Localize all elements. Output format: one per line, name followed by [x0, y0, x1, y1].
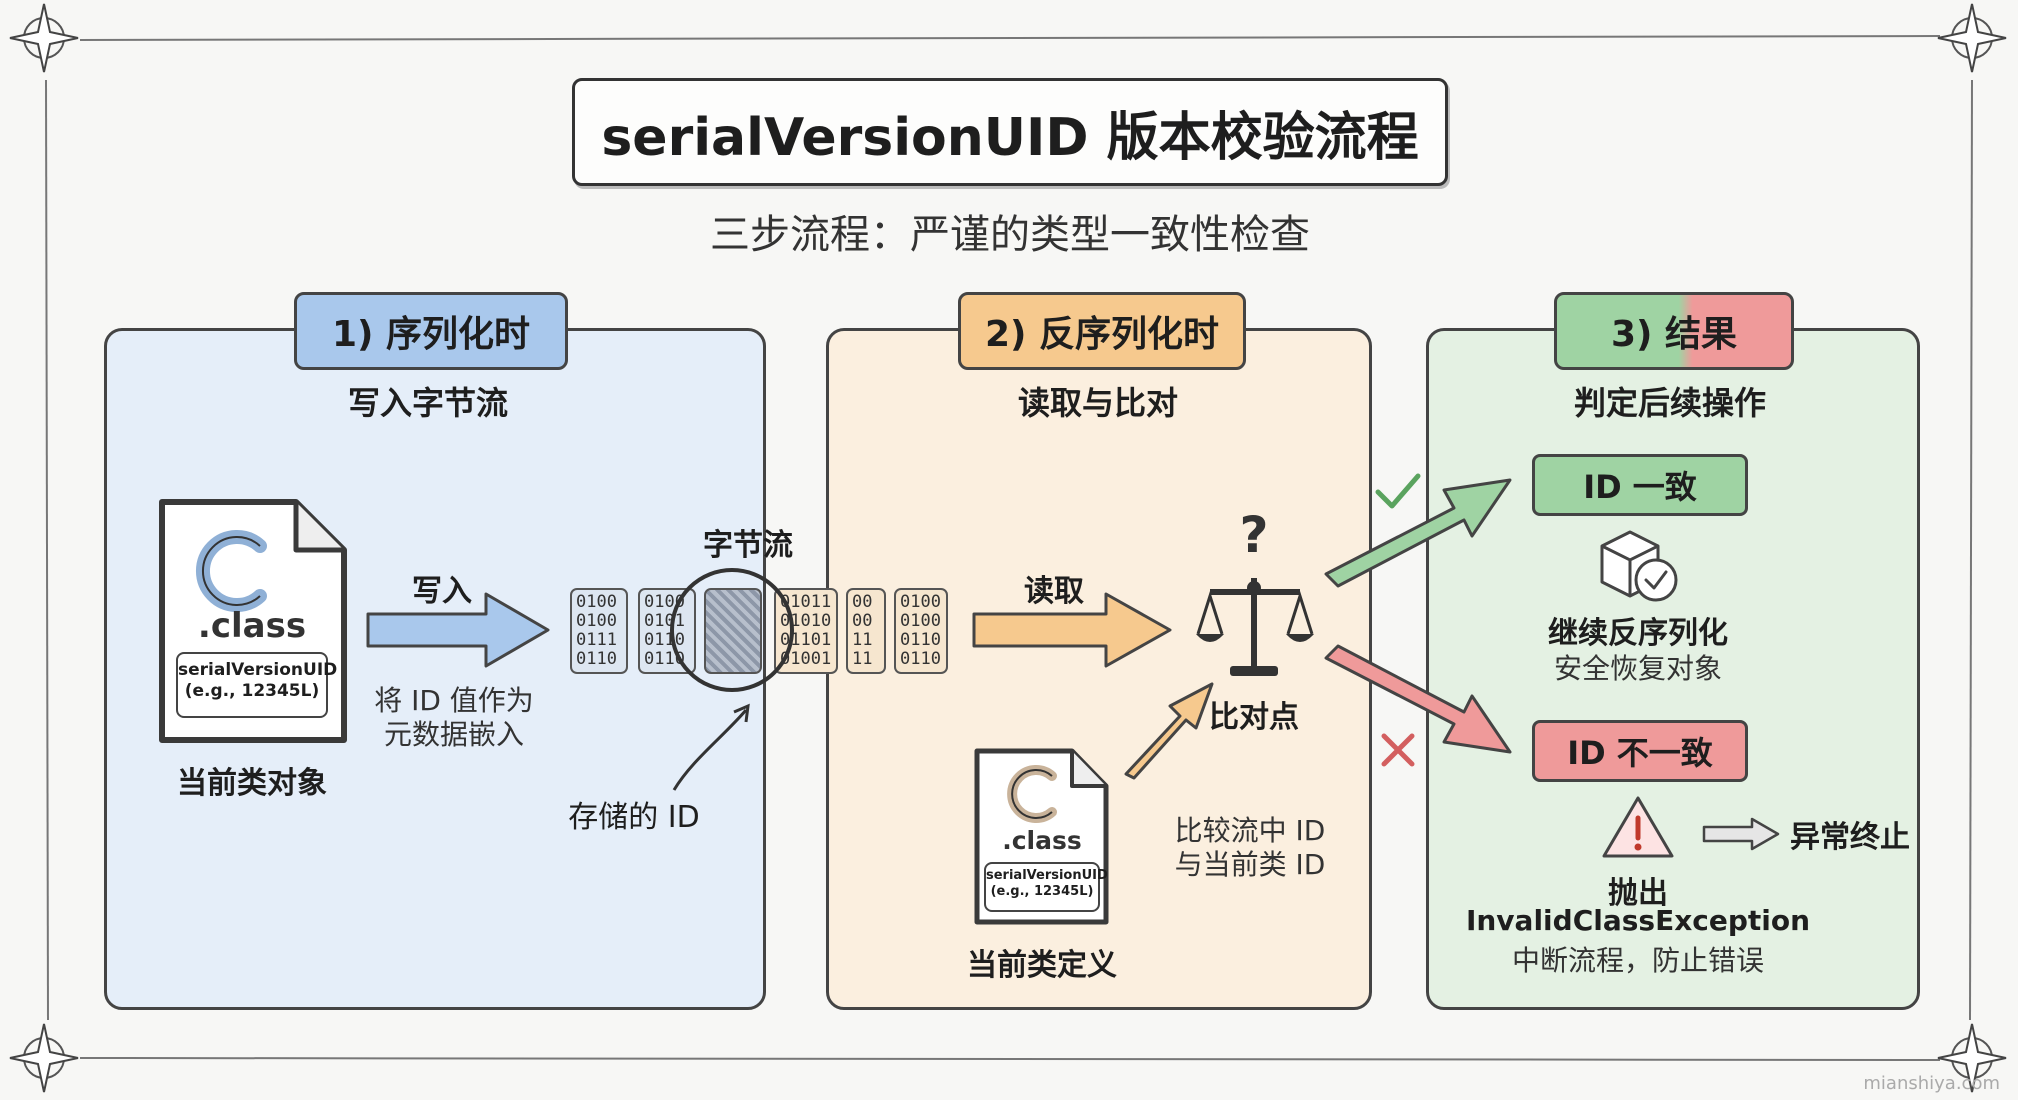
- compare-input-arrow: [1124, 682, 1214, 780]
- compare-note: 比较流中 ID 与当前类 ID: [1175, 814, 1326, 881]
- byte-block: 0100 0100 0111 0110: [570, 588, 628, 674]
- cross-icon: [1381, 733, 1415, 767]
- current-object-label: 当前类对象: [177, 766, 327, 801]
- read-label: 读取: [1024, 574, 1084, 609]
- class-def-ext-label: .class: [1002, 826, 1082, 855]
- tab-deserialize: 2) 反序列化时: [958, 292, 1246, 370]
- class-def-uid-label: serialVersionUID: [986, 868, 1108, 883]
- byte-stream-label: 字节流: [703, 528, 793, 563]
- stored-id-label: 存储的 ID: [568, 800, 700, 835]
- write-note-line1: 将 ID 值作为: [374, 684, 534, 717]
- uid-example: (e.g., 12345L): [184, 681, 320, 702]
- write-arrow: [366, 592, 550, 668]
- uid-label: serialVersionUID: [178, 660, 338, 680]
- class-def-uid-box: serialVersionUID (e.g., 12345L): [984, 862, 1108, 912]
- throw-label: 抛出: [1608, 876, 1668, 911]
- watermark: mianshiya.com: [1863, 1073, 2000, 1094]
- uid-label-box: serialVersionUID (e.g., 12345L): [176, 652, 338, 718]
- deserialize-subheading: 读取与比对: [1017, 384, 1179, 422]
- class-definition-label: 当前类定义: [967, 948, 1117, 983]
- id-match-box: ID 一致: [1532, 454, 1748, 516]
- balance-scale-icon: ?: [1196, 508, 1314, 676]
- serialize-subheading: 写入字节流: [347, 384, 509, 422]
- restore-object-note: 安全恢复对象: [1553, 652, 1723, 685]
- page-title: serialVersionUID 版本校验流程: [572, 78, 1448, 186]
- corner-star-icon: [9, 3, 79, 73]
- byte-block: 0100 0100 0110 0110: [894, 588, 948, 674]
- match-branch-arrow: [1324, 478, 1512, 588]
- compare-note-line1: 比较流中 ID: [1174, 814, 1326, 847]
- class-def-uid-example: (e.g., 12345L): [990, 884, 1094, 900]
- tab-serialize: 1) 序列化时: [294, 292, 568, 370]
- box-check-icon: [1600, 530, 1678, 602]
- mismatch-branch-arrow: [1324, 644, 1512, 754]
- class-ext-label: .class: [197, 606, 307, 646]
- panel-result: [1426, 328, 1920, 1010]
- corner-star-icon: [9, 1023, 79, 1093]
- id-mismatch-box: ID 不一致: [1532, 720, 1748, 782]
- warning-icon: [1602, 796, 1674, 858]
- check-icon: [1375, 473, 1421, 509]
- exception-name: InvalidClassException: [1465, 904, 1811, 937]
- byte-block: 0100 0101 0110 0110: [638, 588, 696, 674]
- abort-label: 异常终止: [1790, 820, 1910, 855]
- compare-note-line2: 与当前类 ID: [1174, 847, 1326, 881]
- tab-result: 3) 结果: [1554, 292, 1794, 370]
- svg-text:?: ?: [1239, 508, 1268, 564]
- read-arrow: [972, 592, 1172, 668]
- stored-id-highlight: [670, 568, 794, 791]
- mismatch-note: 中断流程，防止错误: [1511, 944, 1765, 977]
- write-label: 写入: [412, 574, 472, 609]
- page-subtitle: 三步流程：严谨的类型一致性检查: [710, 212, 1310, 258]
- corner-star-icon: [1937, 3, 2007, 73]
- stored-id-block: [704, 588, 762, 674]
- byte-block: 00 00 11 11: [846, 588, 886, 674]
- continue-deserialize-label: 继续反序列化: [1548, 616, 1728, 651]
- compare-point-label: 比对点: [1209, 700, 1299, 735]
- write-note: 将 ID 值作为 元数据嵌入: [374, 684, 534, 751]
- write-note-line2: 元数据嵌入: [383, 717, 524, 751]
- result-subheading: 判定后续操作: [1573, 384, 1767, 422]
- corner-star-icon: [1937, 1023, 2007, 1093]
- abort-arrow: [1702, 817, 1780, 851]
